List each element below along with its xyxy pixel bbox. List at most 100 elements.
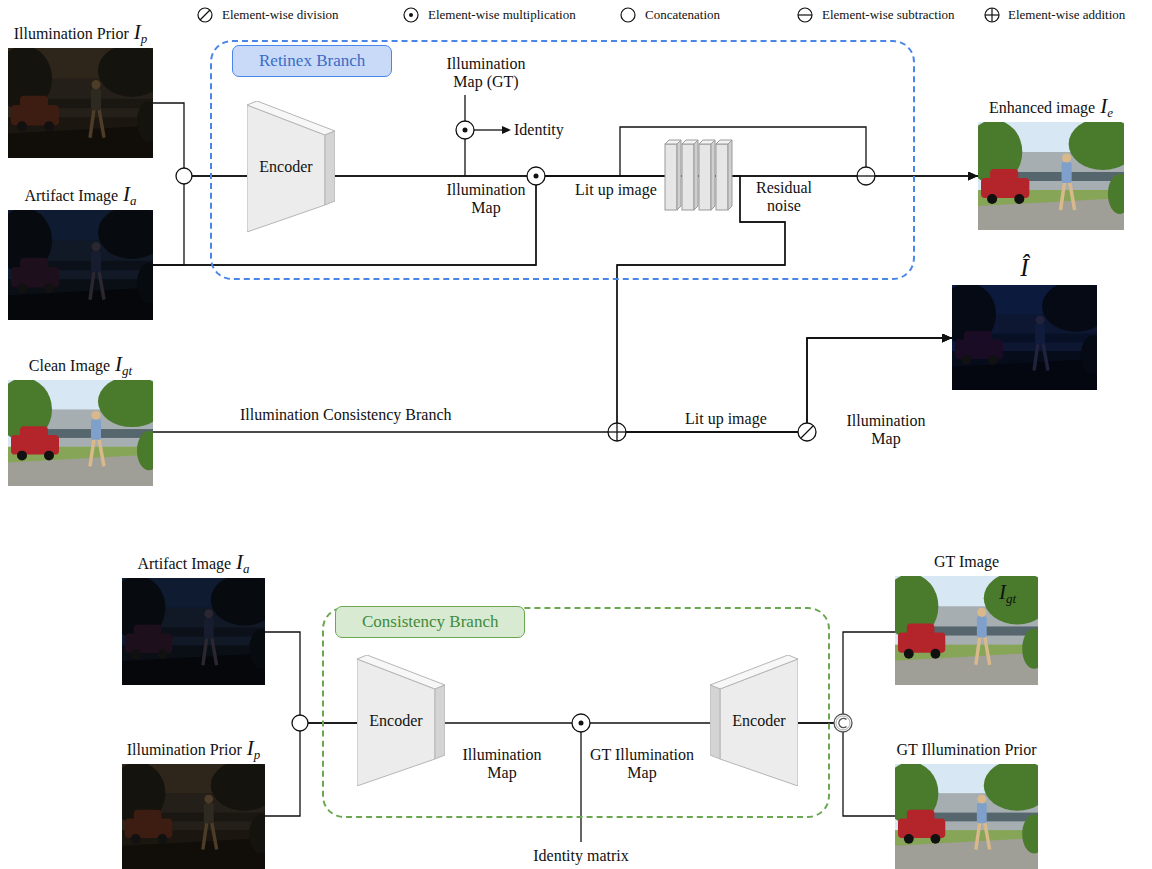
tree bbox=[211, 764, 265, 811]
connector bbox=[265, 632, 357, 723]
photo bbox=[122, 578, 265, 685]
encoder-top bbox=[357, 655, 445, 689]
diagram-label: Illumination Consistency Branch bbox=[240, 406, 452, 424]
multiplication-symbol bbox=[463, 128, 468, 133]
label-anchor: Lit up image bbox=[575, 181, 657, 199]
label-anchor: Identity bbox=[514, 121, 564, 139]
concatenation-symbol bbox=[621, 8, 635, 22]
conv-block bbox=[665, 144, 677, 210]
conv-block bbox=[699, 144, 711, 210]
subtraction-symbol bbox=[857, 167, 875, 185]
multiplication-symbol bbox=[404, 8, 418, 22]
heading-text: Î bbox=[1020, 254, 1028, 281]
legend-text: Element-wise division bbox=[222, 6, 339, 24]
diagram-label: Residual noise bbox=[749, 179, 819, 215]
tree bbox=[98, 48, 153, 97]
wheel bbox=[931, 834, 941, 844]
tree bbox=[8, 380, 52, 441]
wheel bbox=[44, 283, 54, 293]
encoder-block: Encoder bbox=[710, 655, 798, 786]
wheel bbox=[17, 451, 27, 461]
concatenation-symbol bbox=[292, 715, 308, 731]
wheel bbox=[931, 649, 941, 659]
road bbox=[8, 455, 153, 486]
math-symbol: Ip bbox=[247, 741, 261, 758]
connector bbox=[153, 176, 247, 265]
tree bbox=[984, 764, 1038, 811]
conv-block bbox=[716, 144, 728, 210]
wheel bbox=[44, 121, 54, 131]
image-heading: Clean ImageIgt bbox=[29, 352, 132, 378]
shirt bbox=[977, 616, 987, 637]
skip-wire bbox=[620, 127, 866, 176]
heading-text: Artifact Image bbox=[24, 187, 118, 204]
head bbox=[977, 608, 986, 617]
tree bbox=[122, 578, 165, 639]
tree bbox=[978, 122, 1022, 184]
head bbox=[1036, 316, 1045, 325]
multiplication-symbol bbox=[534, 174, 539, 179]
diagram-label: Illumination Map bbox=[839, 412, 934, 448]
conv-block bbox=[728, 140, 732, 210]
multiplication-symbol bbox=[572, 714, 590, 732]
diagram-label: Lit up image bbox=[575, 181, 657, 199]
addition-symbol bbox=[991, 8, 992, 22]
head bbox=[92, 80, 101, 89]
subtraction-symbol bbox=[798, 14, 812, 15]
legend-item: Element-wise multiplication bbox=[428, 6, 576, 24]
road bbox=[895, 653, 1038, 685]
math-symbol: Ia bbox=[123, 187, 137, 204]
road bbox=[952, 359, 1097, 390]
image-heading: GT Image bbox=[934, 550, 999, 574]
bush bbox=[137, 101, 153, 142]
addition-symbol bbox=[616, 423, 617, 441]
legend-text: Element-wise multiplication bbox=[428, 6, 576, 24]
label-anchor: Illumination Map bbox=[455, 746, 550, 782]
bush bbox=[1022, 815, 1038, 854]
encoder-side bbox=[325, 131, 335, 205]
tree bbox=[895, 576, 938, 639]
image-node: GT Illumination Prior bbox=[895, 764, 1038, 869]
concat-c-symbol bbox=[839, 718, 847, 727]
math-letter: I bbox=[999, 580, 1006, 604]
math-letter: I bbox=[123, 182, 130, 206]
diagram-label: Identity matrix bbox=[506, 847, 656, 865]
math-subscript: a bbox=[130, 193, 137, 208]
label-anchor: Identity matrix bbox=[506, 847, 656, 865]
image-node: Clean ImageIgt bbox=[8, 380, 153, 486]
encoder-label: Encoder bbox=[369, 712, 422, 730]
heading-text: Illumination Prior bbox=[127, 741, 242, 758]
photo bbox=[8, 210, 153, 320]
wheel bbox=[17, 121, 27, 131]
wheel bbox=[131, 649, 141, 659]
head bbox=[204, 795, 213, 804]
subtraction-symbol bbox=[857, 175, 875, 176]
tree bbox=[1069, 122, 1124, 170]
legend-text: Concatenation bbox=[645, 6, 720, 24]
legend-text: Element-wise addition bbox=[1008, 6, 1125, 24]
photo bbox=[8, 380, 153, 486]
wire bbox=[464, 139, 465, 176]
photo bbox=[122, 764, 265, 869]
head bbox=[92, 242, 101, 251]
encoder-label: Encoder bbox=[259, 158, 312, 176]
image-heading: Enhanced image Ie bbox=[989, 94, 1113, 120]
wheel bbox=[131, 834, 141, 844]
division-symbol bbox=[798, 423, 816, 441]
branch-region: Retinex BranchEncoder bbox=[210, 40, 915, 280]
photo bbox=[8, 48, 153, 158]
math-symbol: Ie bbox=[1100, 99, 1113, 116]
legend-item: Concatenation bbox=[645, 6, 720, 24]
math-symbol: Igt bbox=[115, 357, 132, 374]
branch-title: Retinex Branch bbox=[232, 45, 392, 77]
heading-text: Enhanced image bbox=[989, 99, 1095, 116]
diagram-label: Identity bbox=[514, 121, 564, 139]
image-node: Artifact ImageIa bbox=[8, 210, 153, 320]
image-node: Artifact ImageIa bbox=[122, 578, 265, 685]
shirt bbox=[91, 89, 101, 110]
legs bbox=[90, 271, 104, 300]
concatenation-symbol bbox=[176, 168, 192, 184]
road bbox=[895, 838, 1038, 869]
conv-block bbox=[711, 140, 715, 210]
